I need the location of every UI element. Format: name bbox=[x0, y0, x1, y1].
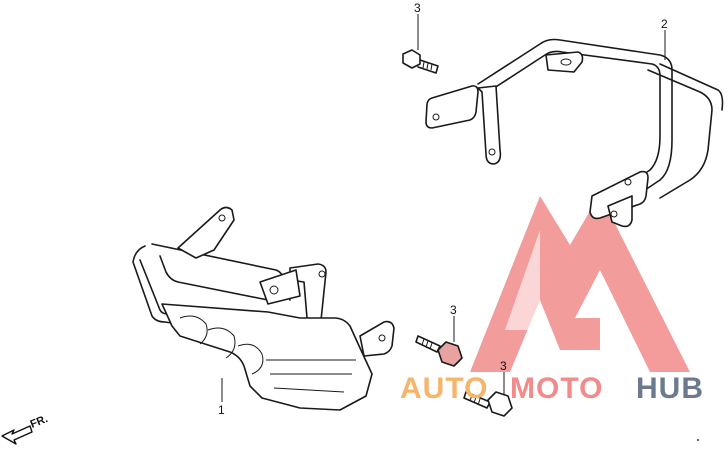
watermark-logo bbox=[470, 194, 690, 372]
watermark-moto: MOTO bbox=[510, 372, 603, 405]
callout-leaders bbox=[221, 14, 666, 402]
callout-bolt-middle: 3 bbox=[450, 303, 457, 317]
bolt-top bbox=[402, 49, 439, 74]
bolt-middle bbox=[415, 335, 463, 367]
watermark-text: AUTO MOTO HUB bbox=[400, 372, 704, 405]
callout-bolt-top: 3 bbox=[414, 1, 421, 15]
front-direction-label: FR. bbox=[29, 413, 50, 431]
corner-dot bbox=[697, 439, 699, 441]
bolt-bottom bbox=[463, 391, 513, 417]
front-guard bbox=[132, 206, 395, 411]
callout-bolt-bottom: 3 bbox=[500, 359, 507, 373]
watermark-hub: HUB bbox=[636, 372, 704, 405]
front-arrow-icon bbox=[1, 425, 33, 445]
watermark-auto: AUTO bbox=[400, 372, 488, 405]
callout-rear-carrier: 2 bbox=[661, 17, 668, 31]
callout-front-guard: 1 bbox=[218, 403, 225, 417]
rear-carrier bbox=[425, 38, 724, 228]
